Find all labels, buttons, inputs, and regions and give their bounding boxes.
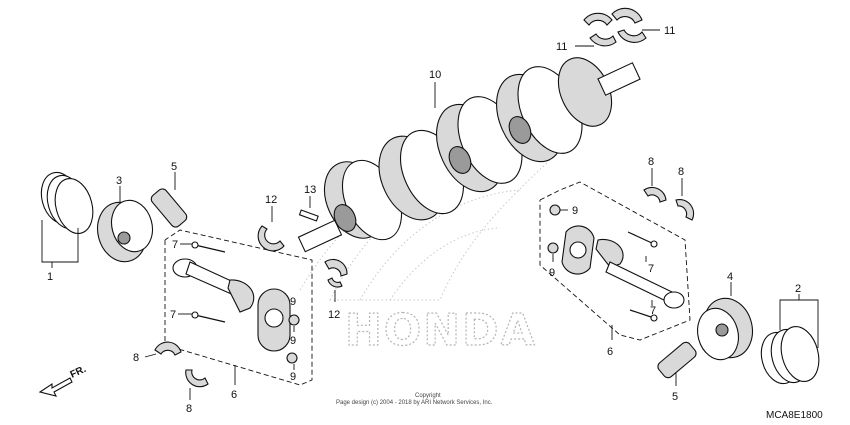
conrod-bolt-right-lower [629,309,658,322]
callout-12-lower: 12 [328,309,340,321]
conrod-cap-left [257,288,291,352]
rod-bearing-left-a [154,341,182,356]
thrust-washer-lower [583,12,617,47]
callout-10: 10 [429,69,441,81]
callout-4: 4 [727,271,733,283]
callout-7-right-upper: 7 [648,263,654,275]
piston-rings-right [760,326,820,385]
honda-watermark-text: HONDA [345,305,537,356]
copyright-notice: Page design (c) 2004 - 2018 by ARI Netwo… [336,400,493,406]
piston-rings-left [40,171,94,234]
callout-9-right-lower: 9 [549,267,555,279]
rod-bearing-right-b [675,199,695,221]
main-bearing-upper [257,225,285,252]
diagram-code: MCA8E1800 [766,410,823,421]
front-direction-label: FR. [69,364,88,381]
callout-7-right-lower: 7 [650,305,656,317]
front-direction-arrow-icon [38,377,73,397]
conrod-nut-left-upper [288,314,300,326]
callout-1: 1 [47,271,53,283]
callout-9-right-upper: 9 [572,205,578,217]
rod-bearing-left-b [185,369,209,388]
conrod-cap-right [561,225,595,275]
conrod-nut-right-lower [547,242,559,254]
callout-7-left-upper: 7 [172,239,178,251]
callout-8-left-b: 8 [186,403,192,415]
piston-pin-right [657,341,697,379]
conrod-nut-right-upper [549,204,561,216]
callout-9-left-upper: 9 [290,296,296,308]
callout-5-right: 5 [672,391,678,403]
conrod-nut-left-lower [286,352,298,364]
callout-6-left: 6 [231,389,237,401]
piston-pin-left [150,188,188,228]
callout-9-left-upper-2: 9 [290,335,296,347]
callout-3: 3 [116,175,122,187]
copyright-label: Copyright [415,393,441,399]
crankshaft [297,57,641,253]
callout-13: 13 [304,184,316,196]
callout-9-left-lower: 9 [290,371,296,383]
callout-8-right-b: 8 [678,166,684,178]
piston-left [97,199,154,263]
conrod-bolt-left-lower [191,311,226,323]
rod-bearing-right-a [643,186,667,203]
callout-12-upper: 12 [265,194,277,206]
conrod-bolt-right-upper [627,231,658,248]
main-bearing-lower [324,258,348,288]
conrod-group-right-box [539,181,691,341]
callout-6-right: 6 [607,346,613,358]
piston-right [696,297,753,361]
thrust-washer-upper [611,7,647,43]
callout-5-left: 5 [171,161,177,173]
callout-2: 2 [795,283,801,295]
callout-8-right-a: 8 [648,156,654,168]
callout-11-right: 11 [664,25,675,37]
callout-11-left: 11 [556,41,567,53]
connecting-rod-right [595,238,685,309]
connecting-rod-left [172,258,255,313]
callout-7-left-lower: 7 [170,309,176,321]
dowel-pin [298,209,319,222]
callout-8-left-a: 8 [133,352,139,364]
conrod-bolt-left-upper [191,241,226,253]
